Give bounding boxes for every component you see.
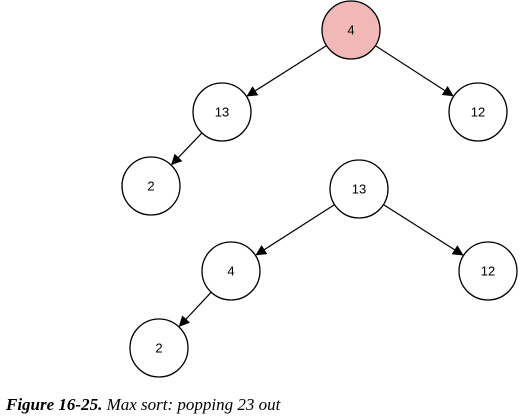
edge-4-to-2	[178, 291, 212, 327]
edge-13-to-2	[171, 132, 203, 166]
edges-layer	[171, 45, 464, 327]
heap-diagram: 4 13 12 2 13 4 12 2	[121, 0, 518, 378]
heap-node-4: 4	[201, 241, 261, 301]
heap-node-12: 12	[458, 241, 518, 301]
figure-number: Figure 16-25.	[6, 395, 103, 414]
node-circle	[201, 241, 261, 301]
node-circle	[321, 0, 381, 60]
node-circle	[448, 82, 508, 142]
heap-node-2: 2	[129, 318, 189, 378]
edge-4-to-12	[375, 45, 454, 97]
node-label: 2	[147, 178, 154, 193]
node-circle	[329, 159, 389, 219]
node-circle	[192, 82, 252, 142]
edge-4-to-13	[246, 45, 327, 97]
heap-node-12: 12	[448, 82, 508, 142]
figure-caption-text: Max sort: popping 23 out	[106, 395, 281, 414]
edge-13-to-12	[383, 204, 464, 256]
heap-node-13: 13	[192, 82, 252, 142]
edge-13-to-4	[255, 204, 335, 256]
node-label: 13	[352, 181, 366, 196]
nodes-layer: 4 13 12 2 13 4 12 2	[121, 0, 518, 378]
node-label: 12	[481, 263, 495, 278]
node-label: 4	[227, 263, 234, 278]
heap-node-4: 4	[321, 0, 381, 60]
node-circle	[129, 318, 189, 378]
heap-node-13: 13	[329, 159, 389, 219]
figure-caption: Figure 16-25. Max sort: popping 23 out	[6, 395, 280, 415]
node-label: 4	[347, 22, 354, 37]
node-label: 12	[471, 104, 485, 119]
heap-node-2: 2	[121, 156, 181, 216]
node-label: 2	[155, 340, 162, 355]
node-label: 13	[215, 104, 229, 119]
node-circle	[458, 241, 518, 301]
node-circle	[121, 156, 181, 216]
